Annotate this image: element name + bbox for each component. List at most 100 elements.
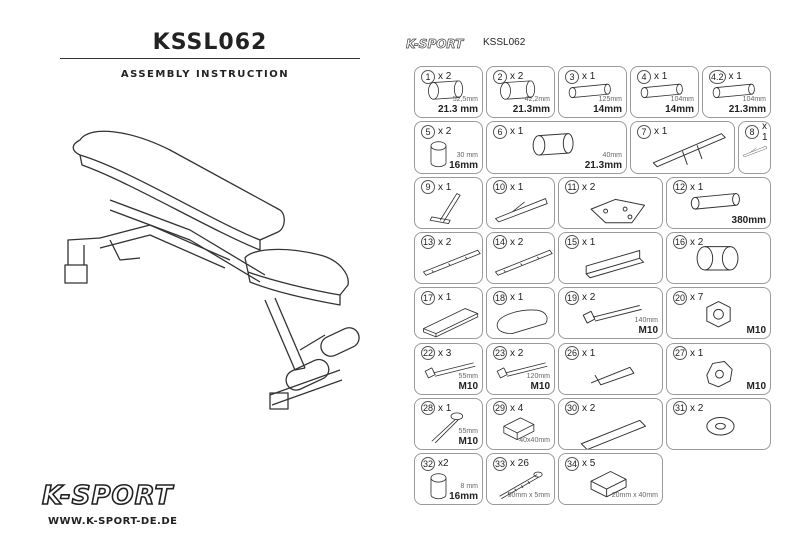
part-quantity: x 2 [510, 236, 524, 248]
part-size: 21.3mm [728, 104, 766, 116]
part-number: 11 [565, 180, 579, 195]
part-number: 28 [421, 401, 436, 416]
part-size: 14mm [593, 104, 622, 116]
part-number: 7 [637, 124, 651, 139]
part-quantity: x 26 [510, 458, 529, 470]
bolt-icon [424, 361, 476, 378]
part-dimension: 50mm x 5mm [507, 492, 550, 500]
part-number: 8 [745, 124, 759, 139]
website-url[interactable]: WWW.K-SPORT-DE.DE [48, 516, 178, 527]
part-number: 10 [493, 180, 508, 195]
part-quantity: x 4 [510, 402, 524, 414]
part-number: 29 [493, 401, 508, 416]
sticker-icon [580, 419, 647, 450]
part-dimension: 120mm [526, 372, 550, 380]
sleeve-icon [430, 141, 447, 168]
part-quantity: x 5 [582, 458, 596, 470]
part-number: 17 [421, 290, 436, 305]
part-number: 4 [637, 69, 651, 84]
part-quantity: x 1 [438, 181, 452, 193]
part-dimension: 42,2mm [524, 96, 550, 104]
sleeve-icon [430, 473, 447, 500]
end-cap-icon [590, 471, 627, 498]
part-number: 33 [493, 456, 508, 471]
part-number: 20 [673, 290, 688, 305]
tube-icon [500, 80, 536, 100]
tube-icon [532, 133, 574, 156]
part-quantity: x 1 [582, 236, 596, 248]
part-dimension: 20mm x 40mm [611, 492, 658, 500]
part-quantity: x 1 [762, 121, 768, 143]
part-quantity: x 1 [438, 402, 452, 414]
part-number: 5 [421, 124, 435, 139]
part-quantity: x 2 [438, 71, 452, 82]
part-quantity: x 1 [654, 126, 668, 138]
part-number: 1 [421, 69, 435, 84]
part-dimension: 104mm [742, 96, 766, 104]
bolt-icon [496, 361, 548, 378]
bench-illustration [64, 130, 360, 410]
knob-icon [706, 360, 733, 387]
page-title: KSSL062 [152, 30, 268, 55]
title-divider [60, 58, 360, 59]
part-number: 9 [421, 180, 435, 195]
plate-icon [590, 198, 646, 223]
part-number: 34 [565, 456, 580, 471]
part-quantity: x2 [438, 458, 449, 470]
part-quantity: x 1 [582, 71, 596, 82]
part-number: 13 [421, 235, 436, 250]
t-frame-icon [429, 192, 461, 224]
part-number: 14 [493, 235, 508, 250]
part-number: 27 [673, 346, 688, 360]
rod-icon [690, 192, 740, 210]
part-dimension: 104mm [670, 96, 694, 104]
part-number: 2 [493, 69, 507, 84]
rod-icon [568, 83, 611, 98]
part-number: 3 [565, 69, 579, 84]
part-quantity: x 1 [690, 347, 704, 359]
part-quantity: x 3 [438, 347, 452, 359]
part-number: 18 [493, 290, 508, 305]
rail-icon [423, 249, 481, 276]
